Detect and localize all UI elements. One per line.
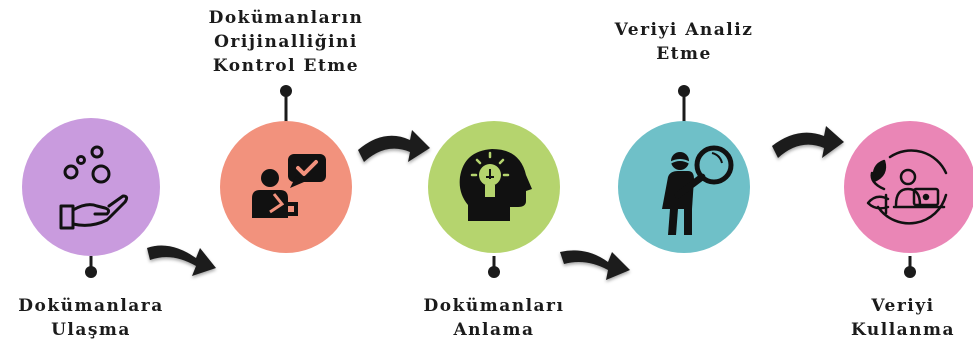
step-1-label-line-2: Ulaşma: [51, 320, 131, 340]
connector-step-5: [904, 256, 916, 278]
step-2-label-line-2: Orijinalliğini: [214, 32, 358, 52]
step-2-circle: [220, 121, 352, 253]
step-5-circle: [844, 121, 973, 253]
step-4-label-line-2: Etme: [656, 44, 712, 64]
person-laptop-leaves-icon: [866, 149, 948, 225]
person-magnifier-icon: [662, 145, 734, 235]
step-1-label-line-1: Dokümanlara: [18, 296, 164, 316]
arrow-2-to-3: [358, 130, 430, 162]
step-5-label: Veriyi Kullanma: [833, 294, 973, 342]
arrow-1-to-2: [147, 245, 216, 276]
person-checkmark-icon: [252, 154, 326, 218]
step-3-label: Dokümanları Anlama: [394, 294, 594, 342]
arrow-3-to-4: [560, 250, 630, 280]
step-4-label-line-1: Veriyi Analiz: [614, 20, 754, 40]
step-2-label: Dokümanların Orijinalliğini Kontrol Etme: [186, 6, 386, 78]
connector-step-4: [678, 85, 690, 122]
connector-step-2: [280, 85, 292, 122]
hand-coins-icon: [59, 145, 129, 230]
head-lightbulb-icon: [459, 149, 532, 221]
step-3-label-line-1: Dokümanları: [423, 296, 565, 316]
arrow-4-to-5: [772, 126, 844, 158]
step-1-label: Dokümanlara Ulaşma: [0, 294, 182, 342]
step-2-label-line-3: Kontrol Etme: [212, 56, 360, 76]
step-5-label-line-2: Kullanma: [850, 320, 956, 340]
connector-step-1: [85, 256, 97, 278]
step-5-label-line-1: Veriyi: [871, 296, 935, 316]
connector-step-3: [488, 256, 500, 278]
step-1-circle: [22, 118, 160, 256]
step-2-label-line-1: Dokümanların: [208, 8, 364, 28]
step-4-label: Veriyi Analiz Etme: [584, 18, 784, 66]
step-3-label-line-2: Anlama: [453, 320, 535, 340]
